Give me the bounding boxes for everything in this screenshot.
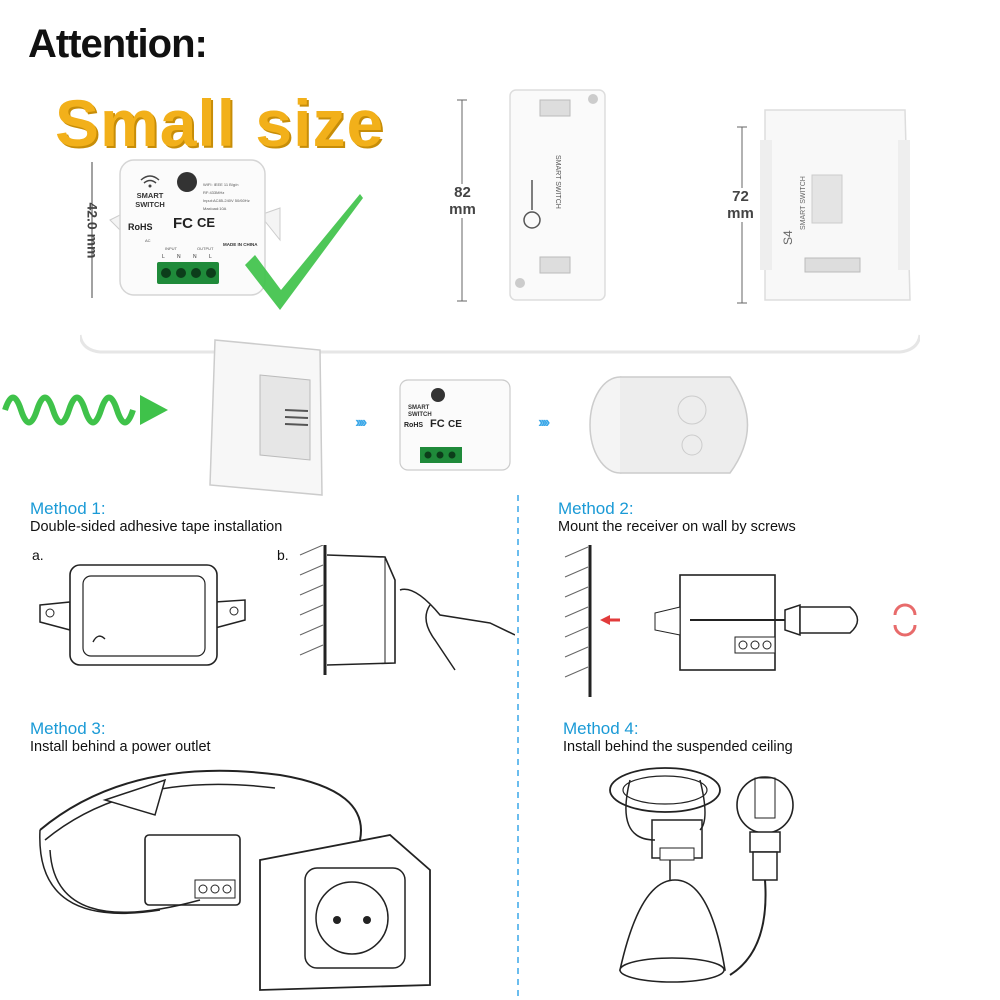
checkmark-icon bbox=[245, 194, 363, 310]
flow-arrow-1: ›››› bbox=[355, 414, 367, 431]
medium-label: SMART SWITCH bbox=[554, 155, 561, 209]
method1-title: Method 1: bbox=[30, 499, 106, 518]
method1-step-a: a. bbox=[32, 547, 44, 563]
dimension-72-unit: mm bbox=[727, 205, 754, 222]
medium-switch-device: SMART SWITCH bbox=[509, 89, 606, 301]
brand-line2: SWITCH bbox=[135, 200, 165, 209]
large-switch-device: S4 SMART SWITCH bbox=[760, 109, 911, 301]
method4-desc: Install behind the suspended ceiling bbox=[563, 739, 793, 755]
dashed-divider bbox=[517, 495, 519, 1000]
dimension-72mm-label: 72 mm bbox=[718, 188, 763, 222]
flow-arrow-2: ›››› bbox=[538, 414, 550, 431]
large-model: S4 bbox=[781, 230, 795, 245]
wifi-icon bbox=[140, 175, 160, 188]
screw-mount-illustration bbox=[564, 545, 917, 697]
method4-title: Method 4: bbox=[563, 719, 639, 738]
term-n1-label: N bbox=[177, 254, 181, 260]
flow-brand-line1: SMART bbox=[408, 405, 430, 411]
rotate-icon bbox=[893, 603, 917, 637]
method2-title: Method 2: bbox=[558, 499, 634, 518]
terminal-block bbox=[157, 262, 219, 284]
term-l2-label: L bbox=[209, 254, 212, 260]
spec-wifi: WIFI: IEEE 11 B/g/n bbox=[203, 182, 239, 187]
dimension-42mm bbox=[82, 160, 106, 300]
brand-line1: SMART bbox=[137, 191, 164, 200]
power-outlet-illustration bbox=[39, 769, 431, 991]
method1-desc: Double-sided adhesive tape installation bbox=[30, 519, 283, 535]
press-finger-illustration bbox=[299, 545, 515, 675]
method3-title: Method 3: bbox=[30, 719, 106, 738]
junction-box bbox=[589, 376, 749, 474]
dimension-82-unit: mm bbox=[449, 201, 476, 218]
input-label: INPUT bbox=[165, 246, 178, 251]
adhesive-tape-illustration bbox=[39, 564, 246, 666]
made-in-china: MADE IN CHINA bbox=[223, 242, 258, 247]
output-label: OUTPUT bbox=[197, 246, 214, 251]
term-l-label: L bbox=[162, 254, 165, 260]
attention-title: Attention: bbox=[28, 22, 208, 66]
arrow-left-icon bbox=[600, 615, 610, 625]
ce-mark: CE bbox=[197, 215, 215, 230]
ac-label: AC bbox=[145, 238, 151, 243]
rohs-mark: RoHS bbox=[128, 222, 153, 232]
spec-input: Input:AC85-240V 50/60Hz bbox=[203, 198, 250, 203]
spring-wire-icon bbox=[2, 394, 168, 426]
dimension-82-value: 82 bbox=[454, 184, 471, 201]
fc-mark: FC bbox=[173, 215, 193, 232]
dimension-72-value: 72 bbox=[732, 188, 749, 205]
flow-rohs: RoHS bbox=[404, 422, 423, 429]
method1-step-b: b. bbox=[277, 547, 289, 563]
flow-ce: CE bbox=[448, 419, 462, 430]
frame-divider bbox=[80, 334, 920, 354]
small-size-title: Small size bbox=[55, 86, 385, 160]
flow-fc: FC bbox=[430, 418, 445, 430]
ceiling-illustration bbox=[609, 767, 794, 983]
small-switch-device: SMART SWITCH WIFI: IEEE 11 B/g/n RF:433M… bbox=[109, 159, 363, 310]
spec-maxload: Maxload:10A bbox=[203, 206, 227, 211]
method3-desc: Install behind a power outlet bbox=[30, 739, 211, 755]
dimension-82mm-label: 82 mm bbox=[440, 184, 485, 218]
flow-brand-line2: SWITCH bbox=[408, 412, 432, 418]
large-label: SMART SWITCH bbox=[800, 176, 807, 230]
dimension-42mm-label: 42.0 mm bbox=[84, 202, 101, 259]
wall-switch-panel bbox=[209, 339, 323, 496]
term-n2-label: N bbox=[193, 254, 197, 260]
spec-rf: RF:433MHz bbox=[203, 190, 224, 195]
method2-desc: Mount the receiver on wall by screws bbox=[558, 519, 796, 535]
flow-switch-device: SMART SWITCH RoHS FC CE bbox=[399, 379, 511, 471]
